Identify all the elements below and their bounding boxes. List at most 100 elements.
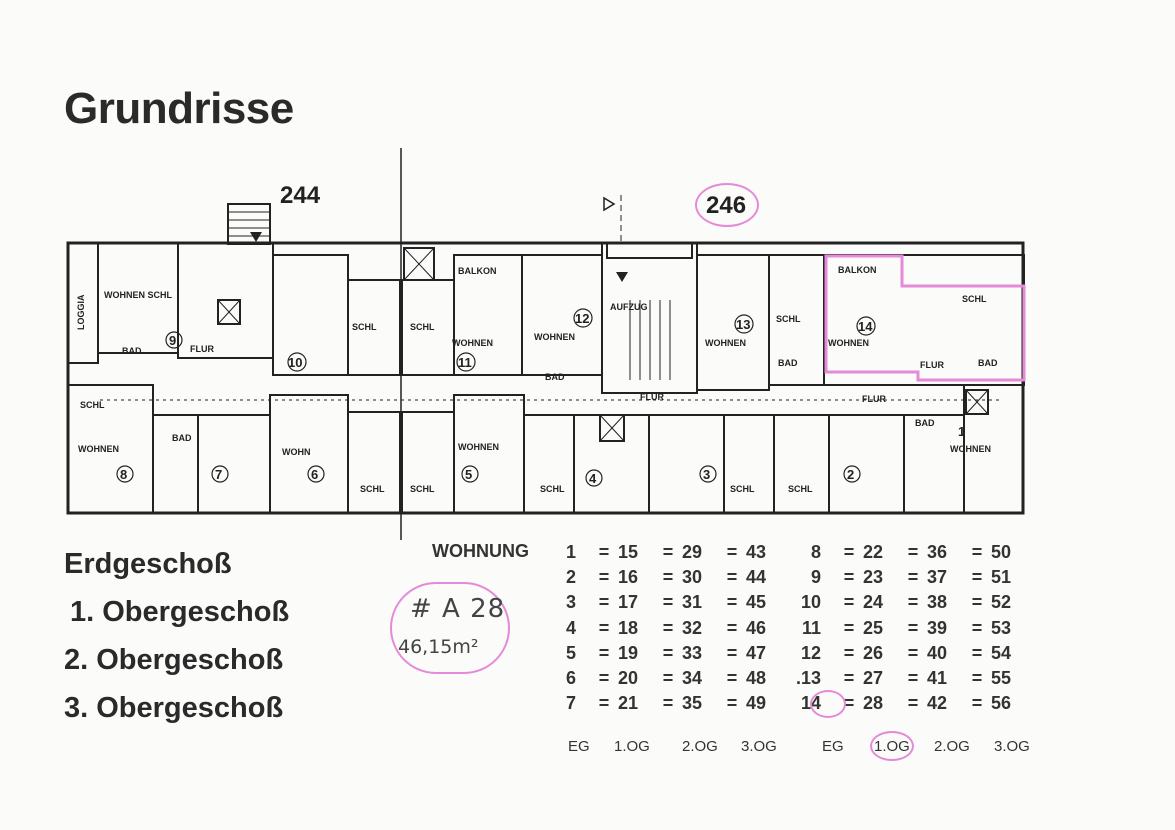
header-left-2og: 2.OG	[682, 738, 718, 755]
equals-sign: =	[907, 668, 919, 688]
unit-num-13: 13	[736, 317, 750, 332]
unit-num-8: 8	[120, 467, 127, 482]
table-cell: 4	[565, 617, 576, 638]
table-cell: 31	[681, 592, 702, 613]
table-cell: 43	[745, 542, 766, 562]
label-bad-13: BAD	[778, 358, 798, 368]
label-bad-7: BAD	[172, 433, 192, 443]
page-title: Grundrisse	[64, 84, 294, 133]
equals-sign: =	[971, 693, 983, 714]
equals-sign: =	[726, 617, 738, 638]
wohnung-label: WOHNUNG	[432, 541, 529, 561]
label-flur-9: FLUR	[190, 344, 214, 354]
table-cell: 45	[745, 592, 766, 613]
label-schl-low-b: SCHL	[410, 484, 435, 494]
label-schl-3a: SCHL	[730, 484, 755, 494]
unit-num-5: 5	[465, 467, 472, 482]
label-schl-14: SCHL	[962, 294, 987, 304]
equals-sign: =	[971, 642, 983, 663]
table-cell: 17	[617, 592, 638, 613]
equals-sign: =	[598, 693, 610, 714]
unit-num-14: 14	[858, 319, 873, 334]
header-right-3og: 3.OG	[994, 738, 1030, 755]
equals-sign: =	[662, 542, 674, 562]
equals-sign: =	[843, 617, 855, 638]
equals-sign: =	[662, 592, 674, 613]
table-cell: 1	[565, 542, 576, 562]
table-cell: 53	[990, 617, 1011, 638]
table-cell: 30	[681, 567, 702, 588]
equals-sign: =	[662, 617, 674, 638]
highlight-1og-right	[870, 731, 914, 761]
equals-sign: =	[726, 542, 738, 562]
table-cell: 54	[990, 642, 1011, 663]
label-wohnen-14: WOHNEN	[828, 338, 869, 348]
table-cell: 9	[810, 567, 821, 588]
label-loggia: LOGGIA	[76, 294, 86, 330]
equals-sign: =	[907, 693, 919, 714]
table-cell: 6	[565, 668, 576, 688]
label-wohnen-5: WOHNEN	[458, 442, 499, 452]
floor-2og: 2. Obergeschoß	[64, 644, 284, 676]
equals-sign: =	[843, 693, 855, 714]
table-cell: 10	[800, 592, 821, 613]
table-cell: 55	[990, 668, 1011, 688]
equals-sign: =	[971, 617, 983, 638]
equals-sign: =	[726, 592, 738, 613]
table-cell: 52	[990, 592, 1011, 613]
unit-num-12: 12	[575, 311, 589, 326]
table-cell: 8	[810, 542, 821, 562]
table-cell: 11	[801, 617, 821, 638]
equals-sign: =	[971, 592, 983, 613]
table-cell: 50	[990, 542, 1011, 562]
table-cell: 40	[926, 642, 947, 663]
table-cell: 51	[990, 567, 1011, 588]
equals-sign: =	[843, 592, 855, 613]
unit-num-9: 9	[169, 333, 176, 348]
equals-sign: =	[662, 642, 674, 663]
equals-sign: =	[971, 567, 983, 588]
label-bad-12: BAD	[545, 372, 565, 382]
equals-sign: =	[598, 567, 610, 588]
label-wohnen-1: WOHNEN	[950, 444, 991, 454]
label-bad-1: BAD	[915, 418, 935, 428]
handwritten-note-oval	[390, 582, 510, 674]
unit-num-11: 11	[458, 355, 472, 370]
label-wohn-6: WOHN	[282, 447, 311, 457]
building-246-highlight	[695, 183, 759, 227]
floor-eg: Erdgeschoß	[64, 548, 232, 580]
unit-num-7: 7	[215, 467, 222, 482]
label-aufzug: AUFZUG	[610, 302, 648, 312]
label-wohnen-12: WOHNEN	[534, 332, 575, 342]
table-cell: 15	[617, 542, 638, 562]
equals-sign: =	[726, 693, 738, 714]
equals-sign: =	[843, 642, 855, 663]
label-bad-9: BAD	[122, 346, 142, 356]
equals-sign: =	[843, 542, 855, 562]
table-cell: 32	[681, 617, 702, 638]
equals-sign: =	[907, 592, 919, 613]
building-244-label: 244	[280, 182, 321, 209]
label-flur-14: FLUR	[920, 360, 944, 370]
table-cell: 41	[926, 668, 947, 688]
table-cell: 23	[862, 567, 883, 588]
equals-sign: =	[843, 567, 855, 588]
table-cell: 16	[617, 567, 638, 588]
label-flur-246: FLUR	[640, 392, 664, 402]
label-schl-3b: SCHL	[788, 484, 813, 494]
label-schl-8: SCHL	[80, 400, 105, 410]
equals-sign: =	[598, 542, 610, 562]
equals-sign: =	[662, 668, 674, 688]
table-cell: 5	[565, 642, 576, 663]
table-cell: 26	[862, 642, 883, 663]
table-cell: 3	[565, 592, 576, 613]
equals-sign: =	[598, 642, 610, 663]
equals-sign: =	[662, 693, 674, 714]
table-cell: 21	[617, 693, 638, 714]
header-left-3og: 3.OG	[741, 738, 777, 755]
table-cell: 33	[681, 642, 702, 663]
label-flur-right: FLUR	[862, 394, 886, 404]
unit-num-1: 1	[958, 424, 965, 439]
label-schl-10: SCHL	[352, 322, 377, 332]
table-cell: 22	[862, 542, 883, 562]
